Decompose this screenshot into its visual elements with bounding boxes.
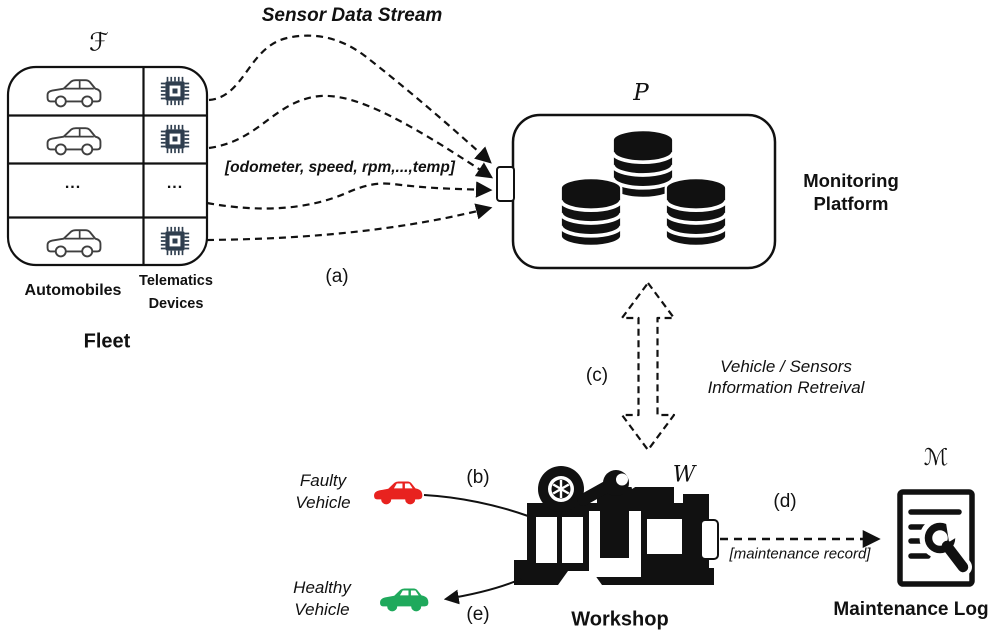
database-icon (663, 176, 729, 248)
faulty-vehicle-line2: Vehicle (295, 493, 351, 512)
automobile-icon (46, 79, 102, 258)
sensor-payload-label: [odometer, speed, rpm,...,temp] (225, 159, 455, 176)
fleet-ellipsis-automobiles: ... (64, 175, 82, 192)
sensor-curve-4 (206, 203, 493, 242)
automobiles-label: Automobiles (24, 282, 122, 299)
healthy-car-icon (380, 588, 429, 612)
sensor-curve-3 (206, 181, 493, 210)
sensor-curve-1 (208, 34, 492, 164)
platform-symbol: P (633, 80, 649, 106)
faulty-car-icon (374, 481, 423, 505)
healthy-vehicle-label: Healthy Vehicle (293, 577, 351, 621)
platform-box (496, 113, 777, 270)
retrieval-line2: Information Retreival (707, 378, 865, 397)
monitoring-platform-line1: Monitoring (803, 170, 899, 191)
workshop-icon (514, 466, 719, 585)
telematics-label-line1: Telematics (139, 273, 213, 289)
telematics-label: Telematics Devices (139, 270, 213, 316)
workshop-caption: Workshop (571, 608, 669, 631)
retrieval-label: Vehicle / Sensors Information Retreival (708, 356, 865, 398)
fleet-caption: Fleet (83, 330, 131, 353)
arrow-e (443, 578, 522, 605)
telematics-label-line2: Devices (148, 296, 204, 312)
fleet-symbol: ℱ (89, 27, 109, 57)
healthy-vehicle-line1: Healthy (293, 578, 351, 597)
maintenance-record-label: [maintenance record] (729, 545, 871, 563)
sensor-stream-arrows (206, 34, 494, 242)
workshop-outlet-port (700, 519, 719, 560)
fleet-ellipsis-telematics: ... (166, 175, 184, 192)
maintenance-log-icon (897, 489, 975, 587)
edge-label-b: (b) (466, 467, 490, 488)
workshop-symbol: W (672, 462, 696, 488)
retrieval-line1: Vehicle / Sensors (720, 357, 852, 376)
database-icon (558, 176, 624, 248)
edge-label-c: (c) (585, 365, 609, 386)
log-wrench-icon (919, 517, 972, 576)
wrench-icon (577, 467, 648, 506)
monitoring-platform-line2: Platform (813, 193, 889, 214)
sensor-data-stream-title: Sensor Data Stream (261, 5, 443, 26)
gear-icon (538, 466, 584, 512)
maintenance-symbol: ℳ (923, 445, 949, 471)
edge-label-d: (d) (773, 491, 797, 512)
telematics-chip-icon (160, 76, 190, 256)
faulty-vehicle-line1: Faulty (299, 471, 347, 490)
maintenance-log-caption: Maintenance Log (833, 599, 989, 620)
faulty-vehicle-label: Faulty Vehicle (295, 470, 350, 514)
edge-label-a: (a) (325, 266, 349, 287)
healthy-vehicle-line2: Vehicle (294, 600, 350, 619)
platform-inlet-port (496, 166, 515, 202)
arrow-b (423, 494, 529, 517)
sensor-curve-2 (208, 94, 494, 179)
retrieval-block-arrow (620, 281, 676, 452)
edge-label-e: (e) (466, 604, 490, 625)
monitoring-platform-label: Monitoring Platform (803, 169, 899, 215)
fleet-table (6, 65, 209, 267)
